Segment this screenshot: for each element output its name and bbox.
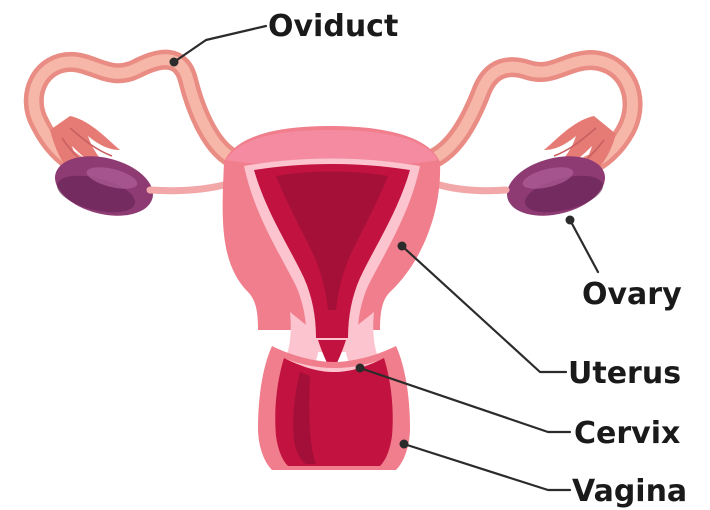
ovary-label: Ovary (582, 277, 682, 312)
ovary-leader (570, 220, 598, 272)
oviduct-leader (174, 26, 266, 62)
oviduct-leader-dot (170, 58, 179, 67)
uterus (223, 126, 441, 352)
left-ovarian-ligament (150, 184, 228, 191)
ovary-leader-dot (566, 216, 575, 225)
uterus-leader-dot (398, 242, 407, 251)
uterus-leader (402, 246, 566, 372)
right-ovarian-ligament (436, 184, 506, 191)
cervix-label: Cervix (574, 416, 680, 451)
vagina-leader (404, 444, 570, 490)
uterus-label: Uterus (568, 356, 681, 391)
vagina (258, 346, 410, 470)
cervix-leader-dot (356, 364, 365, 373)
vagina-leader-dot (400, 440, 409, 449)
oviduct-label: Oviduct (268, 9, 398, 44)
vagina-label: Vagina (572, 474, 687, 509)
